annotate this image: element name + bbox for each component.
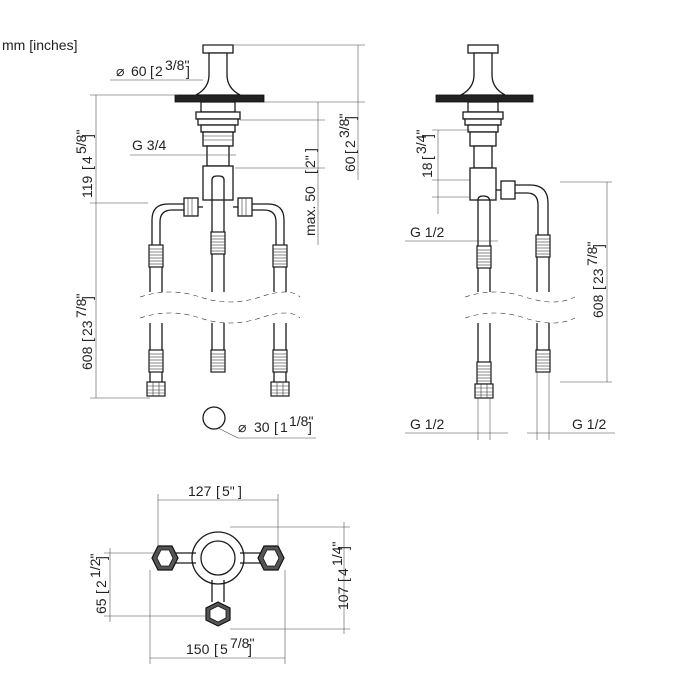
front-dia60-mm: 60	[131, 63, 147, 79]
svg-text:60: 60	[342, 156, 358, 172]
svg-text:2": 2"	[302, 155, 318, 168]
svg-text:]: ]	[79, 134, 95, 138]
top-h107: 107 [ 4 1/4" ]	[329, 542, 351, 610]
front-max50: max. 50 [ 2" ]	[302, 148, 318, 236]
front-dia30-symbol: ⌀	[238, 419, 246, 435]
svg-text:3/4": 3/4"	[413, 130, 429, 154]
svg-text:[: [	[302, 170, 318, 174]
front-h60: 60 [ 2 3/8" ]	[336, 114, 358, 172]
front-dia60-in: 2	[155, 63, 163, 79]
svg-text:]: ]	[342, 116, 358, 120]
front-h119: 119 [ 4 5/8" ]	[73, 130, 95, 198]
top-w150-bracket-close: ]	[248, 641, 252, 657]
side-g12-a: G 1/2	[410, 224, 444, 240]
front-dia30-bracket-close: ]	[308, 419, 312, 435]
side-g12-b: G 1/2	[410, 416, 444, 432]
svg-text:2: 2	[93, 580, 109, 588]
svg-text:]: ]	[419, 134, 435, 138]
svg-text:4: 4	[79, 156, 95, 164]
svg-text:1/4": 1/4"	[329, 542, 345, 566]
svg-text:3/8": 3/8"	[336, 114, 352, 138]
svg-text:]: ]	[590, 244, 606, 248]
svg-text:]: ]	[93, 556, 109, 560]
top-w150-frac: 7/8"	[230, 635, 254, 651]
svg-text:[: [	[93, 590, 109, 594]
front-dia60-frac: 3/8"	[165, 57, 189, 73]
top-w150-bracket: [	[214, 641, 218, 657]
svg-text:1/2": 1/2"	[87, 554, 103, 578]
svg-text:[: [	[79, 166, 95, 170]
top-view	[104, 494, 350, 664]
svg-text:max. 50: max. 50	[302, 186, 318, 236]
top-w127-in: 5"	[222, 483, 235, 499]
front-dia30-mm: 30	[254, 419, 270, 435]
svg-text:4: 4	[335, 568, 351, 576]
top-w150-in: 5	[220, 641, 228, 657]
svg-text:7/8": 7/8"	[584, 242, 600, 266]
svg-text:107: 107	[335, 586, 351, 610]
svg-text:23: 23	[590, 268, 606, 284]
front-dia30-frac: 1/8"	[289, 413, 313, 429]
side-g12-c: G 1/2	[572, 416, 606, 432]
side-view	[405, 44, 615, 440]
svg-text:]: ]	[335, 546, 351, 550]
front-dia30-bracket: [	[274, 419, 278, 435]
svg-text:2: 2	[342, 140, 358, 148]
svg-text:[: [	[419, 156, 435, 160]
front-view	[90, 44, 365, 439]
svg-text:5/8": 5/8"	[73, 130, 89, 154]
side-h18: 18 [ 3/4" ]	[413, 130, 435, 178]
svg-text:[: [	[342, 150, 358, 154]
top-w127-bracket: [	[216, 483, 220, 499]
top-w150-mm: 150	[186, 641, 210, 657]
front-dia60-bracket-close: ]	[186, 63, 190, 79]
side-h608: 608 [ 23 7/8" ]	[584, 242, 606, 318]
top-w127-mm: 127	[188, 483, 212, 499]
front-dia60-symbol: ⌀	[116, 63, 124, 79]
svg-text:]: ]	[302, 148, 318, 152]
svg-text:18: 18	[419, 162, 435, 178]
svg-text:65: 65	[93, 598, 109, 614]
svg-text:[: [	[590, 286, 606, 290]
svg-text:608: 608	[79, 346, 95, 370]
top-h65: 65 [ 2 1/2" ]	[87, 554, 109, 614]
front-g34-label: G 3/4	[132, 137, 166, 153]
front-dia30-in: 1	[280, 419, 288, 435]
front-dia60-bracket: [	[150, 63, 154, 79]
units-label: mm [inches]	[2, 37, 77, 53]
svg-text:119: 119	[79, 175, 95, 198]
svg-text:]: ]	[79, 296, 95, 300]
svg-text:[: [	[79, 338, 95, 342]
top-w127-bracket-close: ]	[238, 483, 242, 499]
svg-text:7/8": 7/8"	[73, 294, 89, 318]
svg-text:[: [	[335, 578, 351, 582]
svg-text:23: 23	[79, 320, 95, 336]
front-h608: 608 [ 23 7/8" ]	[73, 294, 95, 370]
svg-text:608: 608	[590, 294, 606, 318]
